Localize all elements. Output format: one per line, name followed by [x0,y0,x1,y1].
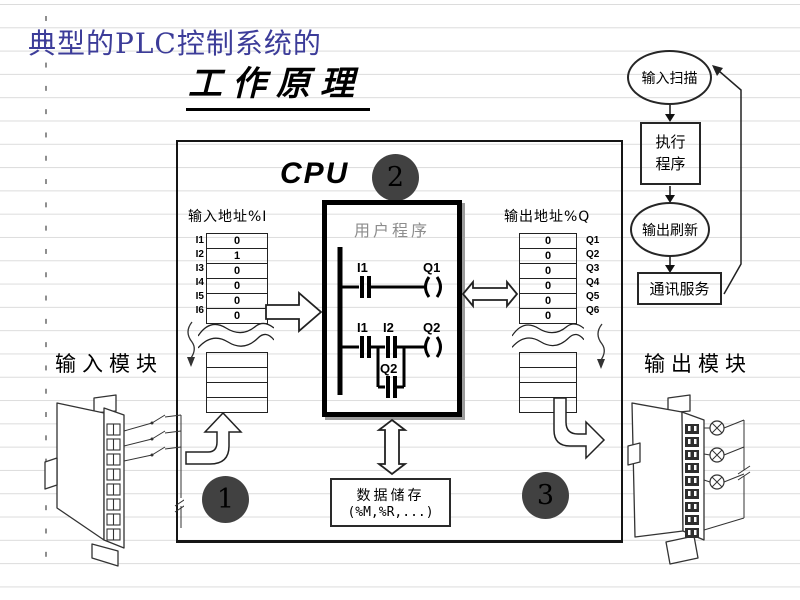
flow-arrow-down-icon [665,186,675,203]
row-label: I5 [195,291,204,302]
row-value: 0 [520,308,576,323]
scan-step-input-scan: 输入扫描 [627,50,712,105]
output-elbow-arrow-icon [553,397,606,460]
step-marker-2: 2 [372,154,419,201]
row-value: 0 [520,248,576,263]
slide-subtitle: 工作原理 [186,56,370,111]
row-value: 0 [544,235,552,247]
table-break-wave-icon [512,323,584,348]
input-address-table: 0 1 0 0 0 0 [206,233,268,324]
input-elbow-arrow-icon [185,411,243,465]
output-row-labels: Q1 Q2 Q3 Q4 Q5 Q6 [586,234,608,318]
input-to-cpu-arrow-icon [265,291,323,333]
input-table-continuation [206,352,268,413]
flow-arrow-down-icon [665,256,675,273]
user-program-title: 用户程序 [353,221,430,240]
scan-step-label: 执行程序 [655,132,686,173]
row-label: Q4 [586,277,600,288]
row-label: I3 [195,263,204,274]
row-value: 0 [233,235,241,247]
scan-step-execute-program: 执行程序 [640,122,701,185]
output-table-continuation [519,352,577,413]
output-address-label: 输出地址%Q [504,209,591,225]
row-label: Q3 [586,263,600,274]
down-squiggle-arrow-icon [597,323,605,369]
cpu-label: CPU [280,157,350,190]
row-value: 1 [207,248,267,263]
step-marker-1: 1 [202,476,249,523]
margin-dashed-line [45,16,47,558]
cpu-output-double-arrow-icon [461,279,519,309]
row-value: 0 [520,263,576,278]
input-module-drawing [44,394,184,567]
row-label: I1 [195,235,204,246]
row-label: I6 [195,305,204,316]
ladder-rung2-contact1-label: I1 [357,320,368,335]
input-row-labels: I1 I2 I3 I4 I5 I6 [188,234,204,318]
scan-cycle-feedback-arrow-icon [712,65,742,295]
input-address-label: 输入地址%I [188,209,268,225]
row-value: 0 [207,278,267,293]
program-datastore-double-arrow-icon [376,418,408,476]
row-value: 0 [207,308,267,323]
ladder-rung2-contact2-label: I2 [383,320,394,335]
ladder-diagram: I1 Q1 I1 I2 Q2 Q2 [337,247,442,398]
ladder-rung1-contact-label: I1 [357,260,368,275]
output-module-drawing [627,394,751,565]
table-break-wave-icon [198,322,274,349]
row-label: Q1 [586,235,600,246]
scan-step-output-refresh: 输出刷新 [630,202,710,257]
row-value: 0 [207,293,267,308]
ladder-rung2-coil-label: Q2 [423,320,440,335]
flow-arrow-down-icon [665,105,675,122]
plc-diagram-frame [176,140,623,543]
data-storage-title: 数据储存 [356,488,425,504]
data-storage-subtitle: (%M,%R,...) [347,505,434,520]
row-label: I4 [195,277,204,288]
down-squiggle-arrow-icon [187,321,195,367]
data-storage-box: 数据储存 (%M,%R,...) [330,478,451,527]
row-value: 0 [520,293,576,308]
ladder-latch-contact-label: Q2 [380,361,397,376]
slide-title: 典型的PLC控制系统的 [28,27,322,60]
row-value: 0 [520,278,576,293]
row-label: Q6 [586,305,600,316]
ladder-rung1-coil-label: Q1 [423,260,440,275]
input-module-label: 输入模块 [55,352,163,376]
row-label: I2 [195,249,204,260]
row-label: Q5 [586,291,600,302]
step-marker-3: 3 [522,472,569,519]
output-module-label: 输出模块 [644,352,752,376]
row-value: 0 [207,263,267,278]
user-program-box: 用户程序 I1 Q1 I1 I2 [322,200,462,417]
row-label: Q2 [586,249,600,260]
scan-step-comm-service: 通讯服务 [637,272,722,305]
output-address-table: 0 0 0 0 0 0 [519,233,577,324]
